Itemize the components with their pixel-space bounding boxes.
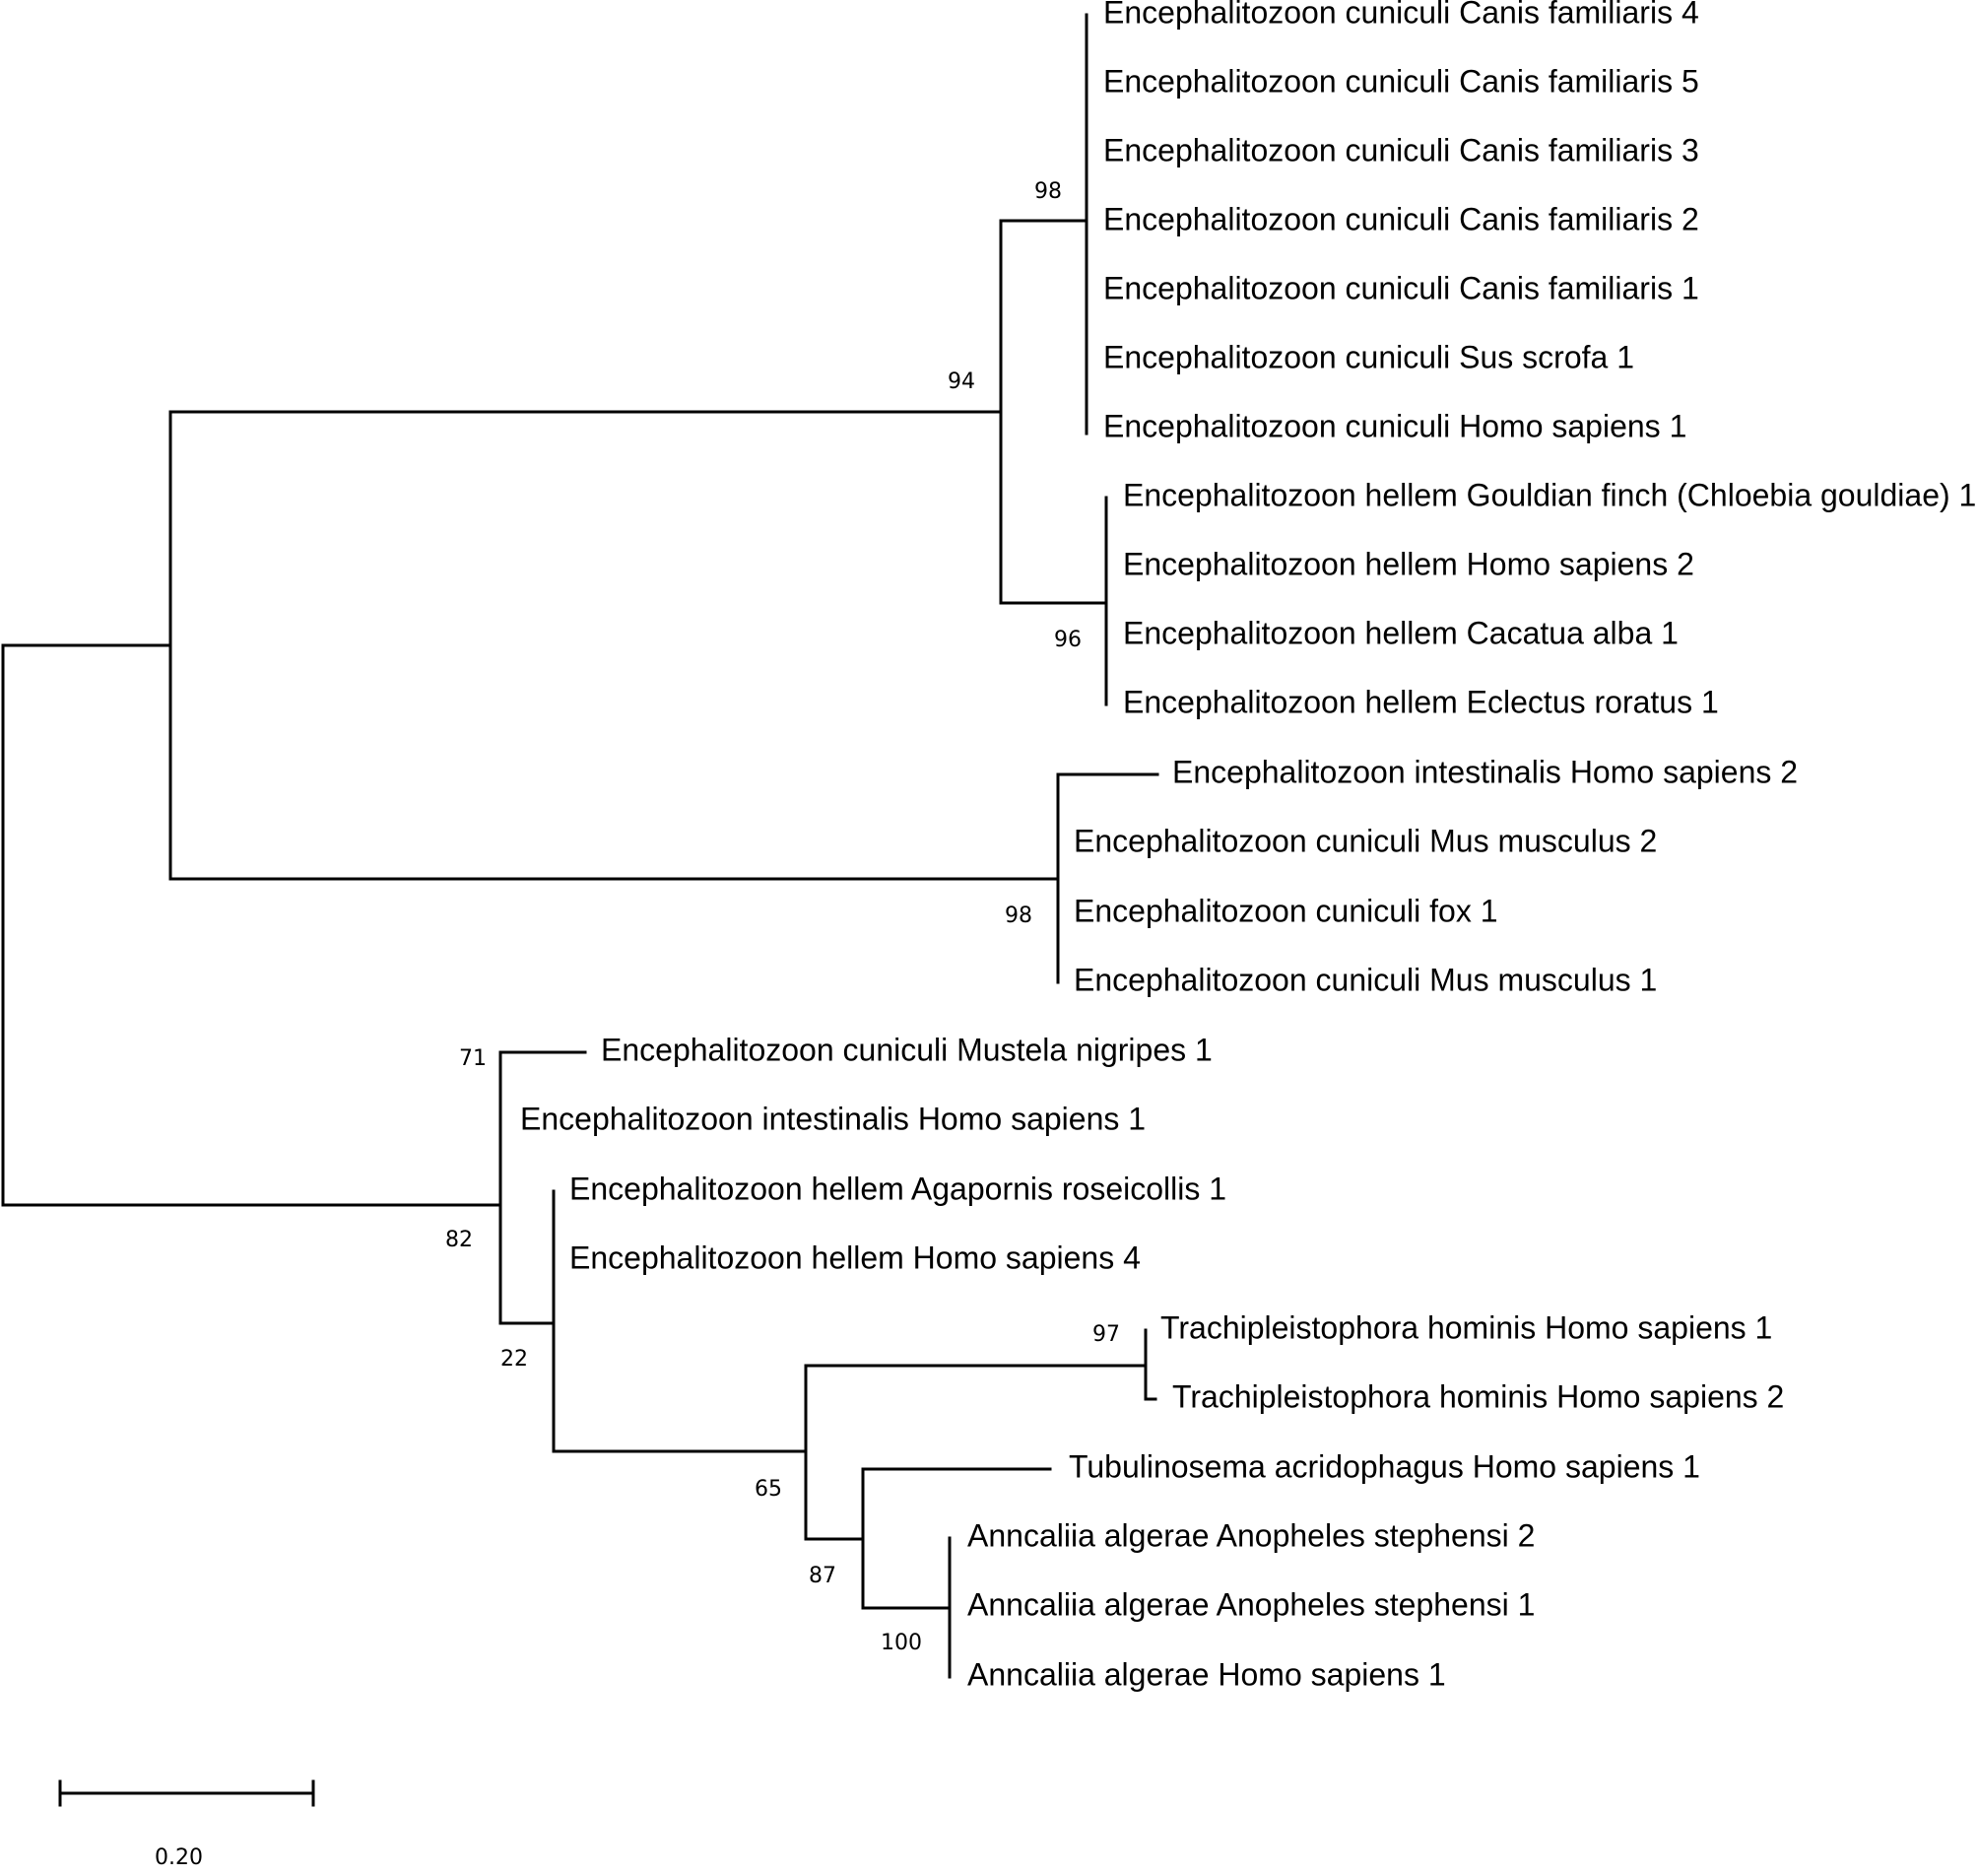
taxon-label: Trachipleistophora hominis Homo sapiens … [1172, 1378, 1784, 1414]
tree-branches [1, 13, 1159, 1679]
bootstrap-value: 98 [1005, 904, 1032, 928]
taxon-label: Anncaliia algerae Anopheles stephensi 2 [967, 1517, 1535, 1553]
bootstrap-value: 98 [1034, 179, 1062, 204]
taxon-label: Encephalitozoon cuniculi Canis familiari… [1103, 132, 1699, 168]
taxon-label: Encephalitozoon cuniculi Sus scrofa 1 [1103, 339, 1634, 374]
taxon-label: Encephalitozoon cuniculi Canis familiari… [1103, 0, 1699, 30]
taxon-label: Anncaliia algerae Homo sapiens 1 [967, 1656, 1446, 1692]
taxon-label: Encephalitozoon cuniculi Mus musculus 1 [1074, 962, 1657, 997]
taxon-label: Encephalitozoon cuniculi Canis familiari… [1103, 201, 1699, 236]
taxon-label: Encephalitozoon cuniculi Mus musculus 2 [1074, 823, 1657, 858]
taxon-label: Encephalitozoon hellem Agapornis roseico… [569, 1171, 1226, 1206]
bootstrap-value: 100 [881, 1631, 922, 1655]
taxon-label: Trachipleistophora hominis Homo sapiens … [1160, 1309, 1772, 1345]
bootstrap-value: 65 [755, 1477, 782, 1502]
taxon-label: Tubulinosema acridophagus Homo sapiens 1 [1069, 1448, 1700, 1484]
taxon-label: Encephalitozoon intestinalis Homo sapien… [520, 1101, 1146, 1136]
taxon-label: Encephalitozoon cuniculi Canis familiari… [1103, 270, 1699, 305]
taxon-label: Encephalitozoon hellem Homo sapiens 4 [569, 1240, 1141, 1275]
taxon-label: Encephalitozoon hellem Eclectus roratus … [1123, 684, 1719, 719]
taxon-label: Encephalitozoon hellem Cacatua alba 1 [1123, 615, 1679, 650]
bootstrap-value: 71 [459, 1046, 487, 1071]
scale-bar-line [58, 1779, 315, 1807]
bootstrap-value: 87 [809, 1564, 836, 1588]
taxon-label: Encephalitozoon hellem Homo sapiens 2 [1123, 546, 1694, 581]
taxon-label: Encephalitozoon hellem Gouldian finch (C… [1123, 477, 1976, 512]
bootstrap-values: 98 94 96 98 71 82 22 97 65 87 100 [445, 179, 1120, 1655]
taxon-label: Encephalitozoon cuniculi Mustela nigripe… [601, 1032, 1213, 1067]
taxon-label: Encephalitozoon cuniculi Canis familiari… [1103, 63, 1699, 99]
bootstrap-value: 96 [1054, 628, 1082, 652]
bootstrap-value: 82 [445, 1228, 473, 1252]
scale-bar-label: 0.20 [155, 1845, 203, 1870]
bootstrap-value: 97 [1092, 1322, 1120, 1347]
taxon-label: Encephalitozoon cuniculi Homo sapiens 1 [1103, 408, 1686, 443]
taxon-label: Encephalitozoon cuniculi fox 1 [1074, 893, 1498, 928]
scale-bar: 0.20 [58, 1779, 315, 1870]
taxon-labels: Encephalitozoon cuniculi Canis familiari… [520, 0, 1976, 1692]
bootstrap-value: 94 [948, 369, 975, 394]
taxon-label: Encephalitozoon intestinalis Homo sapien… [1172, 754, 1798, 789]
bootstrap-value: 22 [500, 1347, 528, 1372]
taxon-label: Anncaliia algerae Anopheles stephensi 1 [967, 1586, 1535, 1622]
